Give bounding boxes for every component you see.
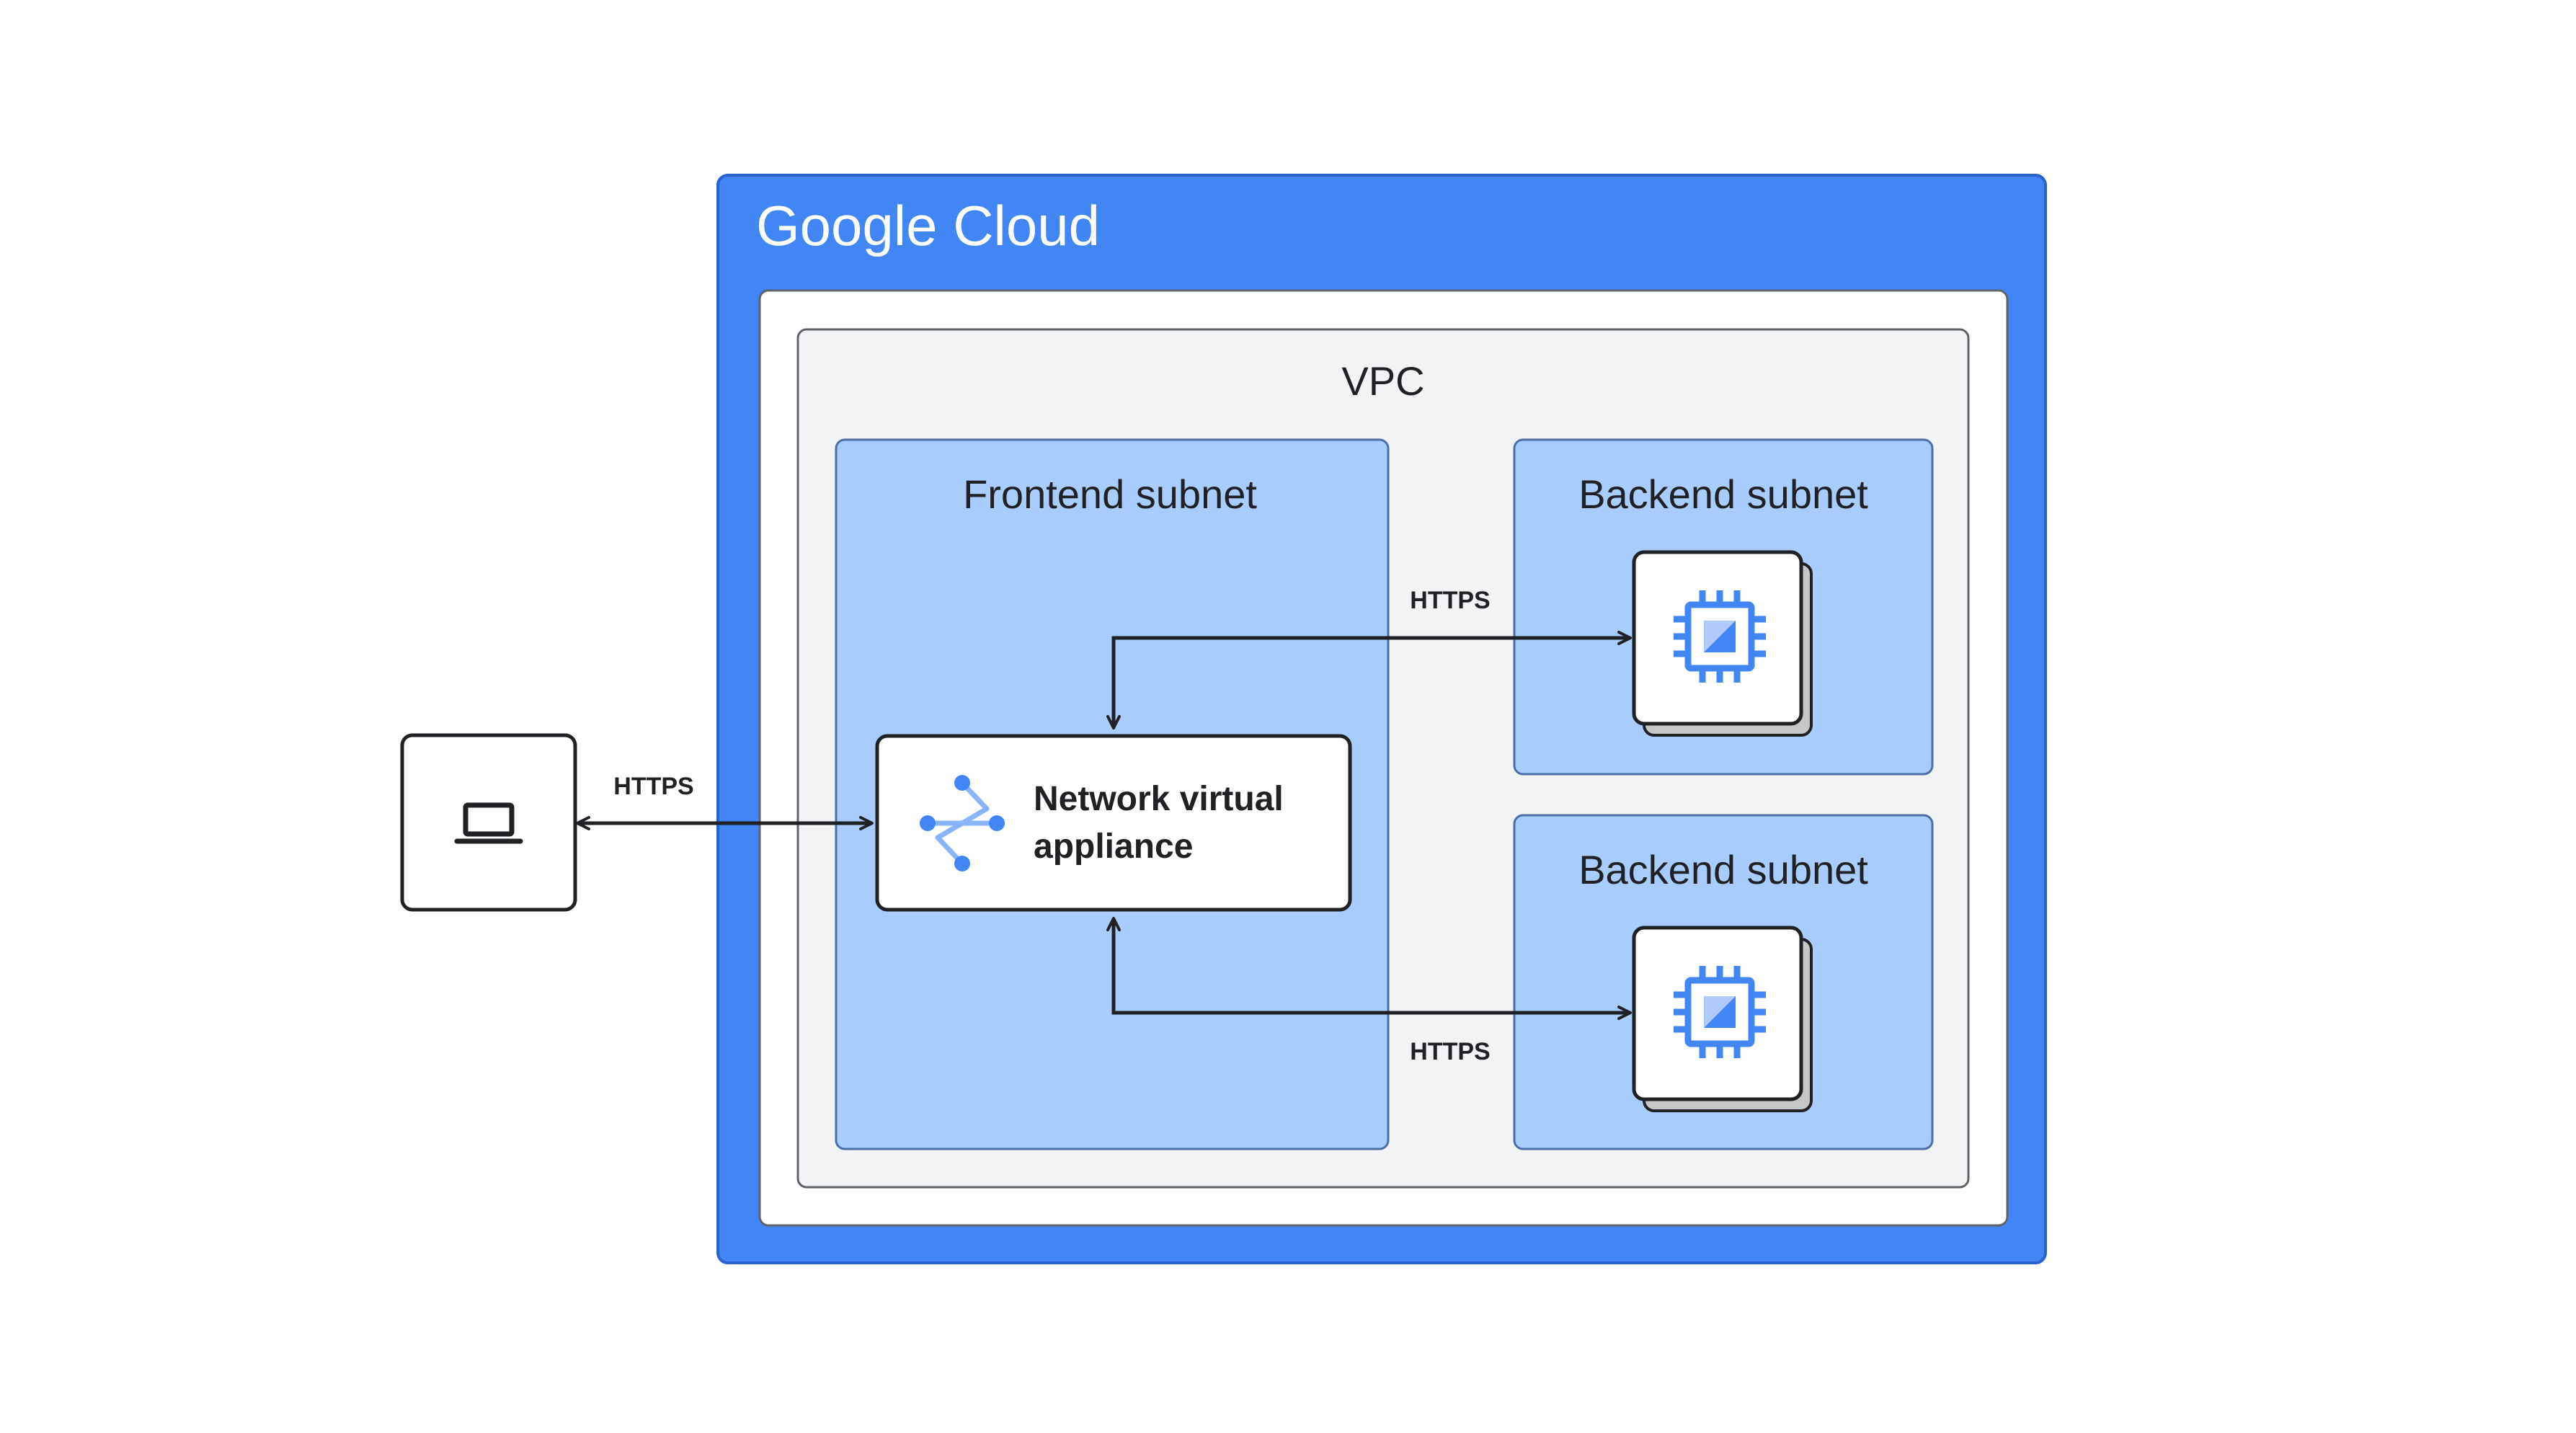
connection-label: HTTPS xyxy=(613,773,693,800)
compute-chip-icon xyxy=(1674,966,1766,1058)
frontend-subnet-label: Frontend subnet xyxy=(963,471,1257,517)
backend-subnet-label: Backend subnet xyxy=(1578,847,1868,892)
network-virtual-appliance-node[interactable]: Network virtual appliance xyxy=(875,734,1352,912)
connection-appliance-backend-2: HTTPS xyxy=(1106,917,1632,1065)
connection-appliance-backend-1: HTTPS xyxy=(1106,587,1632,729)
laptop-icon xyxy=(454,802,523,844)
cloud-title: Google Cloud xyxy=(756,194,1100,257)
backend-subnet-1: Backend subnet xyxy=(1513,438,1934,776)
appliance-label-line1: Network virtual xyxy=(1034,780,1284,818)
vm-instance-card[interactable] xyxy=(1632,926,1813,1112)
network-virtual-appliance-icon xyxy=(920,775,1005,871)
vpc-label: VPC xyxy=(1341,358,1424,404)
backend-subnet-2: Backend subnet xyxy=(1513,814,1934,1150)
backend-subnet-label: Backend subnet xyxy=(1578,471,1868,517)
connection-client-appliance: HTTPS xyxy=(576,773,874,830)
connection-label: HTTPS xyxy=(1410,587,1490,614)
vm-instance-card[interactable] xyxy=(1632,550,1813,737)
connection-label: HTTPS xyxy=(1410,1038,1490,1065)
appliance-label-line2: appliance xyxy=(1034,828,1193,866)
compute-chip-icon xyxy=(1674,590,1766,683)
client-node[interactable] xyxy=(400,733,577,912)
